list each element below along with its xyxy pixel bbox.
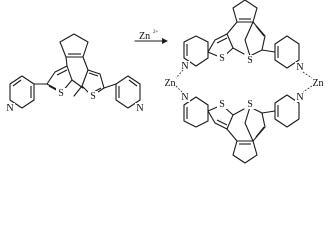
reaction-scheme: S S N N Zn 2+ — [5, 0, 324, 164]
reagent-charge: 2+ — [153, 30, 159, 35]
nitrogen-label-5: N — [181, 92, 188, 103]
zinc-label-right: Zn — [312, 78, 323, 89]
nitrogen-label-3: N — [181, 61, 188, 72]
complex-lower-ligand: S S N N — [180, 92, 305, 164]
nitrogen-label-4: N — [296, 62, 303, 73]
reaction-arrow — [134, 38, 168, 44]
zinc-label-left: Zn — [164, 78, 175, 89]
sulfur-label-5: S — [219, 99, 225, 110]
sulfur-label-3: S — [219, 53, 225, 64]
nitrogen-label-2: N — [136, 103, 143, 114]
sulfur-label-4: S — [247, 55, 253, 66]
nitrogen-label-1: N — [6, 103, 13, 114]
sulfur-label-6: S — [247, 99, 253, 110]
free-ligand: S S N N — [5, 33, 145, 114]
coordination-bonds — [175, 69, 313, 94]
zinc-complex: S S N N — [164, 0, 324, 164]
complex-upper-ligand: S S N N — [180, 0, 305, 73]
sulfur-label-2: S — [90, 91, 96, 102]
nitrogen-label-6: N — [296, 92, 303, 103]
reagent-metal: Zn — [139, 31, 150, 42]
sulfur-label-1: S — [58, 88, 64, 99]
